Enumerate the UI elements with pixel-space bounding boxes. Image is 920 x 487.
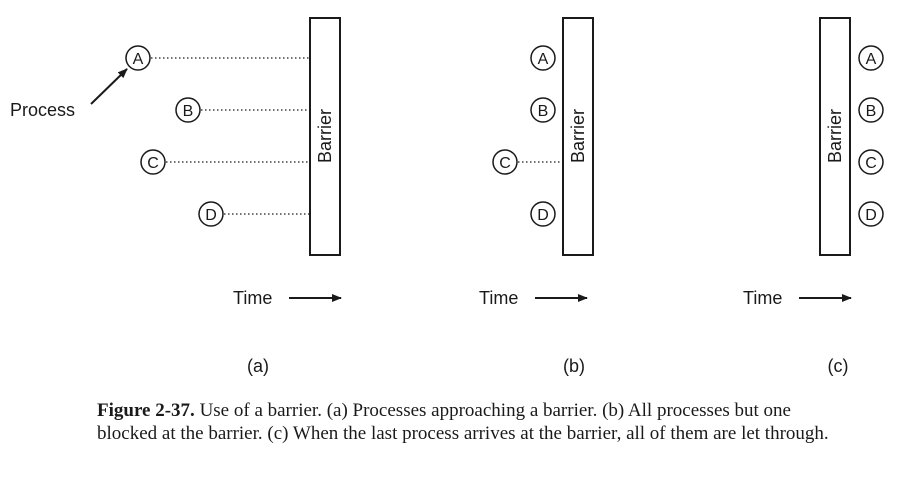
figure-caption-text: Use of a barrier. (a) Processes approach… (97, 400, 829, 444)
process-node-label: C (147, 155, 159, 172)
process-node-a: A (530, 45, 556, 71)
time-label: Time (233, 288, 272, 308)
process-node-c: C (140, 149, 166, 175)
barrier (309, 17, 341, 256)
panel-label: (a) (247, 356, 269, 376)
process-node-label: D (537, 207, 549, 224)
process-node-label: A (133, 51, 144, 68)
process-node-label: D (205, 207, 217, 224)
barrier (562, 17, 594, 256)
barrier-label: Barrier (825, 109, 845, 163)
process-node-label: A (866, 51, 877, 68)
panel-label: (c) (828, 356, 849, 376)
panel-a: Barrier A B C D Process Time (a) (10, 17, 342, 376)
process-node-a: A (125, 45, 151, 71)
figure-number: Figure 2-37. (97, 400, 195, 421)
barrier-diagram: Barrier A B C D Process Time (a) Barrier (10, 17, 884, 376)
time-label: Time (743, 288, 782, 308)
panel-b: Barrier A B C D Time (b) (479, 17, 594, 376)
process-node-label: A (538, 51, 549, 68)
process-node-label: D (865, 207, 877, 224)
process-node-label: B (183, 103, 194, 120)
panel-c: Barrier A B C D Time (c) (743, 17, 884, 376)
process-node-label: B (538, 103, 549, 120)
time-label: Time (479, 288, 518, 308)
process-node-b: B (530, 97, 556, 123)
process-node-d: D (198, 201, 224, 227)
process-node-c: C (492, 149, 518, 175)
process-label: Process (10, 100, 75, 120)
process-node-c: C (858, 149, 884, 175)
panel-label: (b) (563, 356, 585, 376)
process-node-label: C (865, 155, 877, 172)
barrier (819, 17, 851, 256)
process-node-d: D (530, 201, 556, 227)
process-node-label: B (866, 103, 877, 120)
process-node-d: D (858, 201, 884, 227)
process-node-b: B (858, 97, 884, 123)
process-pointer-arrow (90, 68, 128, 105)
process-node-a: A (858, 45, 884, 71)
process-node-label: C (499, 155, 511, 172)
barrier-label: Barrier (315, 109, 335, 163)
barrier-label: Barrier (568, 109, 588, 163)
figure-caption: Figure 2-37. Use of a barrier. (a) Proce… (97, 399, 837, 445)
process-node-b: B (175, 97, 201, 123)
